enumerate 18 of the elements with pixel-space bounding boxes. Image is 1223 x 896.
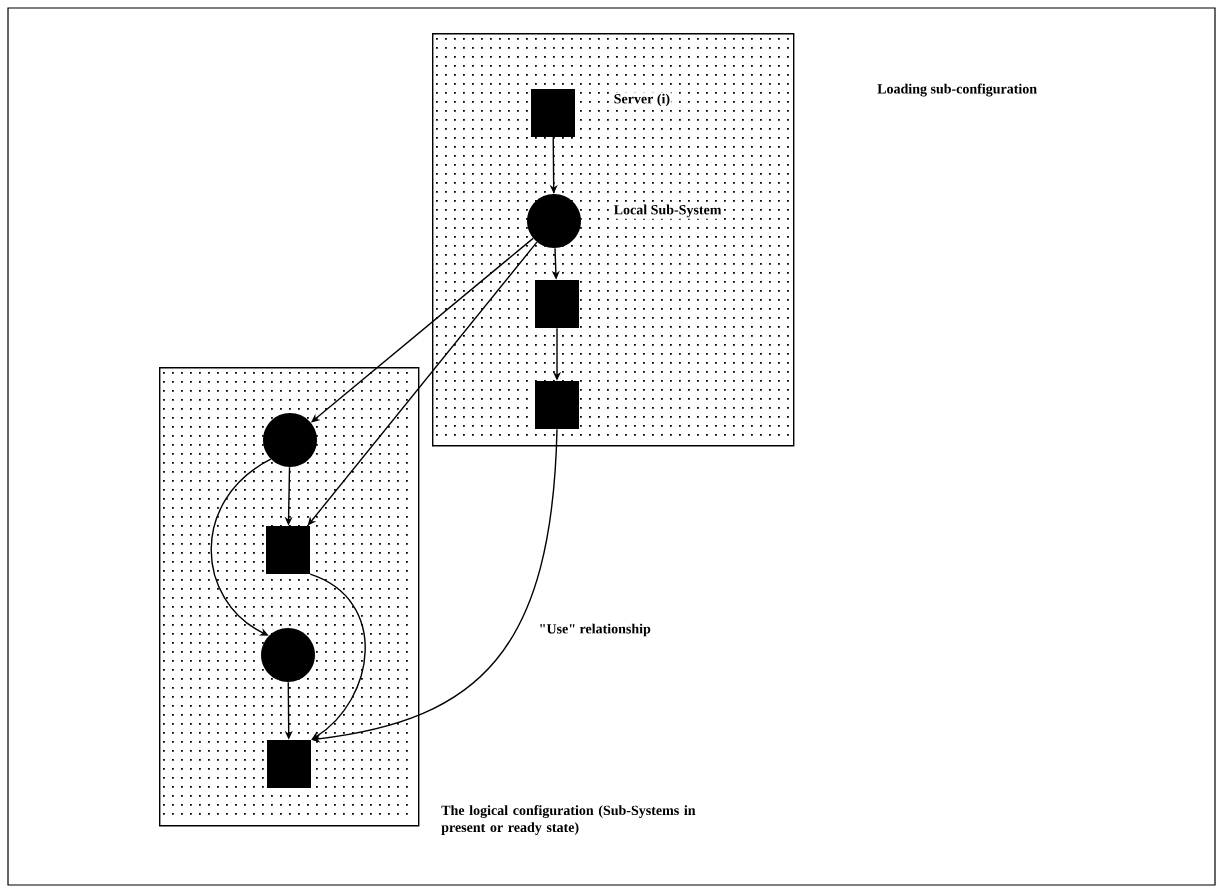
arrow (309, 573, 366, 740)
panel-heading: The logical configuration (Sub-Systems in present or ready state) (441, 805, 696, 835)
arrow (210, 458, 272, 636)
dotted-panel (432, 33, 795, 447)
edge-label: "Use" relationship (537, 622, 653, 638)
node-square (266, 526, 310, 574)
arrow (307, 241, 538, 526)
dotted-panel (159, 367, 420, 827)
node-label: Local Sub-System (612, 203, 723, 219)
node-circle (263, 413, 317, 467)
node-square (535, 280, 579, 328)
node-square (267, 740, 311, 788)
node-label: Server (i) (612, 92, 672, 108)
node-circle (527, 194, 581, 248)
node-square (531, 89, 575, 137)
node-circle (261, 628, 315, 682)
node-square (535, 381, 579, 429)
panel-heading: Loading sub-configuration (877, 83, 1037, 97)
